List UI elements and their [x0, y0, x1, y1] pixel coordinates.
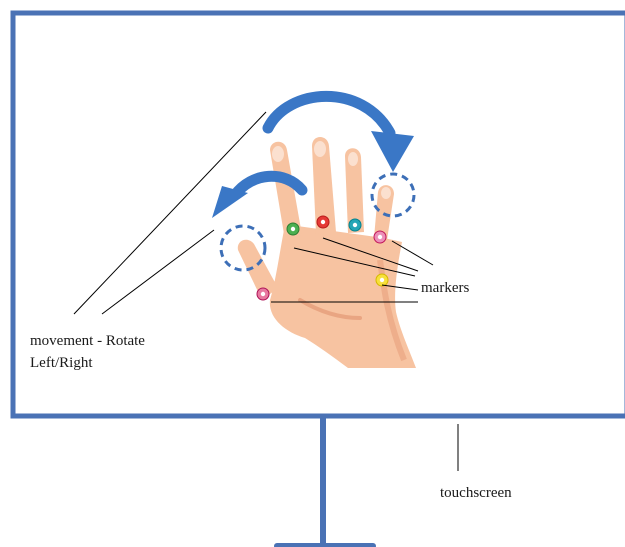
- markers-label: markers: [421, 277, 469, 299]
- movement-label-line2: Left/Right: [30, 352, 93, 374]
- monitor-base: [274, 543, 376, 547]
- touchscreen-label: touchscreen: [440, 482, 512, 504]
- monitor-stand: [320, 418, 326, 547]
- movement-label-line1: movement - Rotate: [30, 330, 145, 352]
